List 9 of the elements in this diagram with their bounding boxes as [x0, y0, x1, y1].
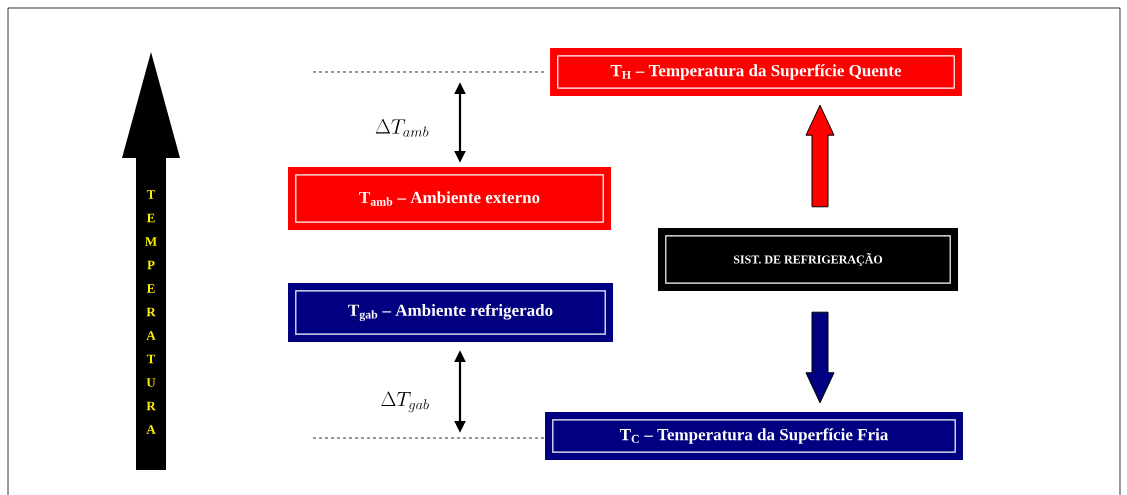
temperature-box: T$_{amb}$ – Ambiente externo	[288, 167, 611, 230]
delta-label: $\Delta T_{amb}$	[375, 118, 429, 137]
block-arrow	[805, 311, 835, 404]
delta-label: $\Delta T_{gab}$	[381, 391, 429, 413]
temperature-box: T$_{H}$ – Temperatura da Superfície Quente	[550, 48, 962, 96]
block-arrow	[805, 104, 835, 208]
system-box: SIST. DE REFRIGERAÇÃO	[658, 228, 958, 291]
temperature-box: T$_{C}$ – Temperatura da Superfície Fria	[545, 412, 963, 460]
temperature-box: T$_{gab}$ – Ambiente refrigerado	[288, 283, 613, 342]
